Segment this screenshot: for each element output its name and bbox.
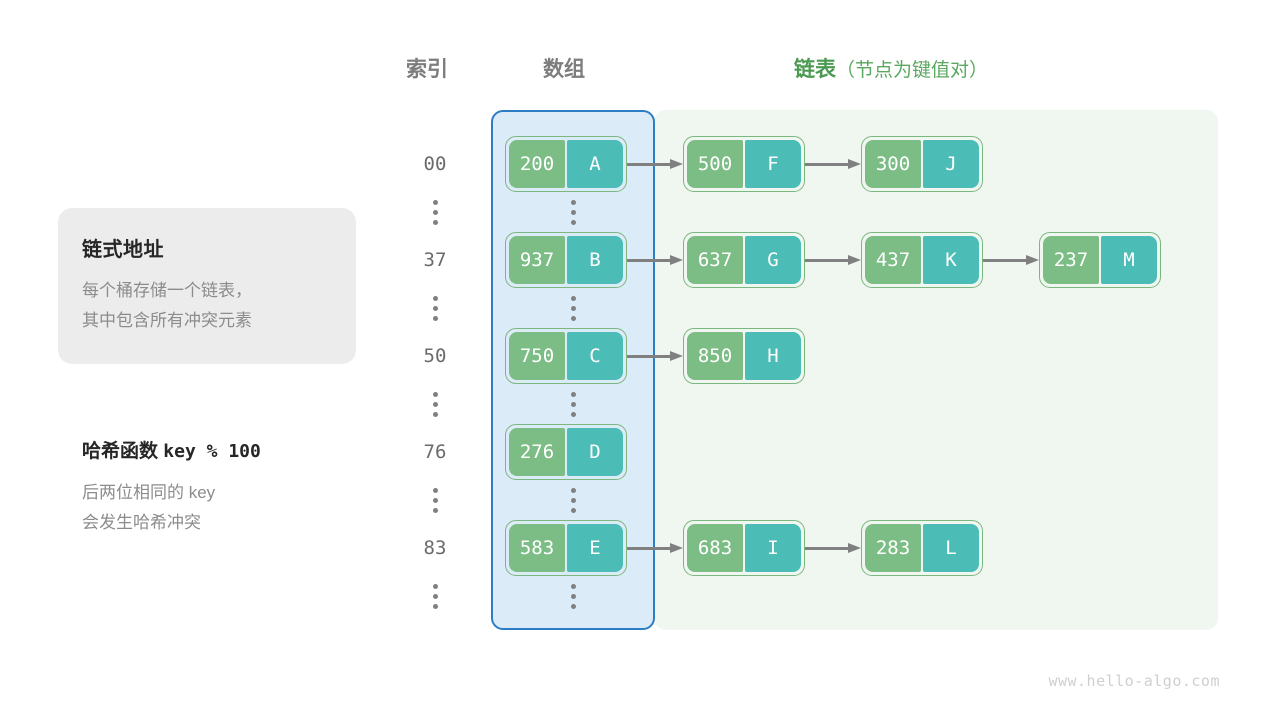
array-ellipsis-icon (563, 576, 583, 616)
array-ellipsis-icon (563, 192, 583, 232)
chain-arrow-icon (983, 255, 1039, 265)
index-ellipsis-icon (425, 192, 445, 232)
index-ellipsis-icon (425, 384, 445, 424)
header-linked-list-sub: （节点为键值对） (836, 60, 989, 81)
header-linked-list-main: 链表 (794, 58, 836, 81)
node-value: I (745, 524, 801, 572)
node-value: G (745, 236, 801, 284)
info-card-body: 每个桶存储一个链表， 其中包含所有冲突元素 (82, 281, 252, 330)
info-card-title: 链式地址 (82, 239, 164, 261)
node-value: M (1101, 236, 1157, 284)
bucket-index-50: 50 (423, 345, 447, 367)
node-key: 200 (509, 140, 565, 188)
node-key: 283 (865, 524, 921, 572)
info-card (58, 208, 356, 364)
bucket-index-83: 83 (423, 537, 447, 559)
index-ellipsis-icon (425, 480, 445, 520)
bucket-index-37: 37 (423, 249, 447, 271)
hash-function-label: 哈希函数 (82, 441, 159, 462)
ellipsis-row (0, 192, 1280, 232)
node-key: 637 (687, 236, 743, 284)
node-value: D (567, 428, 623, 476)
chain-arrow-icon (805, 543, 861, 553)
chain-arrow-icon (805, 255, 861, 265)
chain-arrow-icon (805, 159, 861, 169)
node-value: K (923, 236, 979, 284)
header-array: 数组 (543, 58, 585, 81)
chain-arrow-icon (627, 543, 683, 553)
hash-function-note: 后两位相同的 key 会发生哈希冲突 (82, 483, 216, 532)
node-key: 300 (865, 140, 921, 188)
node-key: 583 (509, 524, 565, 572)
chain-arrow-icon (627, 255, 683, 265)
ellipsis-row (0, 576, 1280, 616)
index-ellipsis-icon (425, 576, 445, 616)
node-value: C (567, 332, 623, 380)
hash-function-expression: key % 100 (163, 441, 261, 462)
ellipsis-row (0, 288, 1280, 328)
header-linked-list: 链表（节点为键值对） (794, 53, 988, 83)
index-ellipsis-icon (425, 288, 445, 328)
node-key: 276 (509, 428, 565, 476)
node-value: L (923, 524, 979, 572)
node-value: H (745, 332, 801, 380)
array-ellipsis-icon (563, 288, 583, 328)
node-key: 750 (509, 332, 565, 380)
node-key: 850 (687, 332, 743, 380)
array-ellipsis-icon (563, 480, 583, 520)
node-key: 937 (509, 236, 565, 284)
node-key: 500 (687, 140, 743, 188)
chain-arrow-icon (627, 159, 683, 169)
array-ellipsis-icon (563, 384, 583, 424)
node-value: J (923, 140, 979, 188)
node-value: B (567, 236, 623, 284)
header-index: 索引 (406, 58, 448, 81)
node-value: F (745, 140, 801, 188)
bucket-index-00: 00 (423, 153, 447, 175)
node-key: 237 (1043, 236, 1099, 284)
ellipsis-row (0, 480, 1280, 520)
node-key: 437 (865, 236, 921, 284)
bucket-index-76: 76 (423, 441, 447, 463)
node-value: A (567, 140, 623, 188)
footer-watermark: www.hello-algo.com (1048, 672, 1220, 690)
hash-function-title: 哈希函数 key % 100 (82, 436, 261, 463)
node-value: E (567, 524, 623, 572)
chain-arrow-icon (627, 351, 683, 361)
node-key: 683 (687, 524, 743, 572)
ellipsis-row (0, 384, 1280, 424)
